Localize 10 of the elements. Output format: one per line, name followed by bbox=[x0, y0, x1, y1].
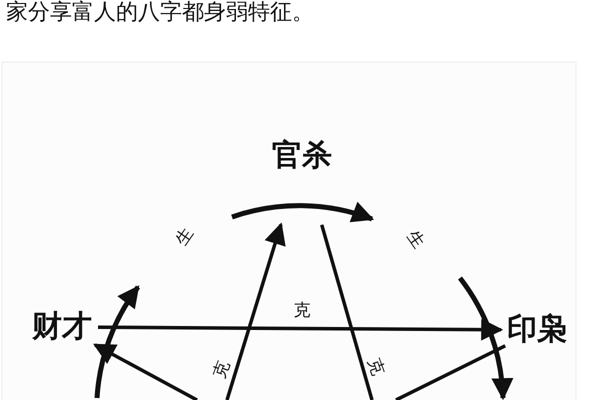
cycle-label: 生 bbox=[173, 225, 197, 249]
arrow bbox=[225, 222, 286, 400]
caption-text: 家分享富人的八字都身弱特征。 bbox=[6, 2, 314, 24]
cycle-label: 生 bbox=[403, 228, 427, 252]
arrow bbox=[93, 343, 198, 400]
edge-label: 克 bbox=[294, 302, 310, 320]
arrow bbox=[98, 318, 504, 341]
element-label: 印枭 bbox=[507, 315, 567, 345]
element-label: 官杀 bbox=[272, 141, 332, 171]
element-label: 财才 bbox=[32, 312, 92, 342]
